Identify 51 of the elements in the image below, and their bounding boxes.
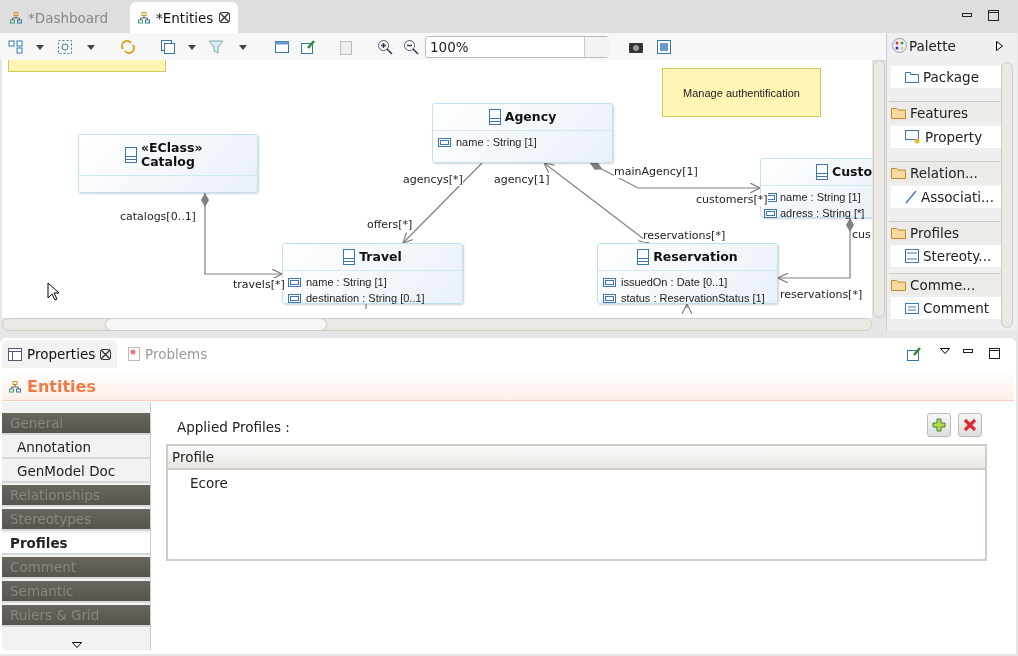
class-box xyxy=(78,134,258,193)
palette-tool: Comment xyxy=(891,297,1001,319)
association-arrow xyxy=(201,192,283,280)
role-label: agency[1] xyxy=(494,173,550,186)
note-box xyxy=(662,68,821,117)
class-name: Reservation xyxy=(653,250,738,264)
class-box xyxy=(432,103,613,163)
attribute-text: name : String [1] xyxy=(780,191,861,203)
table-cell-text: Ecore xyxy=(189,474,229,493)
role-label: customers[*] xyxy=(696,193,768,206)
association-arrow xyxy=(589,162,761,194)
palette-tool: Associati... xyxy=(891,186,1001,208)
class-name: Agency xyxy=(504,110,557,124)
attribute-text: destination : String [0..1] xyxy=(306,292,425,304)
palette-title: Palette xyxy=(909,38,956,54)
attribute-text: status : ReservationStatus [1] xyxy=(621,292,765,304)
palette-drawer: Profiles xyxy=(889,221,1000,243)
role-label: travels[*] xyxy=(233,278,285,291)
role-label: reservations[*] xyxy=(643,229,726,242)
view-tab: Problems xyxy=(122,340,214,368)
column-header: Profile xyxy=(168,446,985,470)
palette-drawer: Relation... xyxy=(889,161,1000,183)
properties-title: Entities xyxy=(27,377,96,396)
attribute-text: adress : String [*] xyxy=(780,207,865,219)
tab: *Entities xyxy=(130,2,239,33)
view-tab: Properties xyxy=(2,340,118,368)
attribute-text: name : String [1] xyxy=(306,276,387,288)
role-label: agencys[*] xyxy=(403,173,463,186)
role-label: mainAgency[1] xyxy=(614,165,698,178)
palette-tool: Stereoty... xyxy=(891,245,1001,267)
class-box xyxy=(282,243,463,304)
class-name: Custo xyxy=(832,165,872,179)
field-label: Applied Profiles : xyxy=(177,419,290,435)
role-label: catalogs[0..1] xyxy=(120,210,196,223)
tab: *Dashboard xyxy=(2,4,116,31)
association-arrow xyxy=(681,303,693,315)
palette-tool: Property xyxy=(891,126,1001,148)
role-label: offers[*] xyxy=(367,218,413,231)
association-arrow xyxy=(402,162,483,244)
attribute-text: name : String [1] xyxy=(456,136,537,148)
palette-tool: Package xyxy=(891,66,1001,88)
class-box xyxy=(597,243,778,304)
note-text: Manage authentification xyxy=(683,86,800,99)
attribute-text: issuedOn : Date [0..1] xyxy=(621,276,728,288)
association-arrow xyxy=(777,217,854,284)
palette-drawer: Features xyxy=(889,101,1000,123)
property-tab: Profiles xyxy=(2,533,150,555)
class-name: «EClass» Catalog xyxy=(141,141,204,169)
palette-drawer: Comme... xyxy=(889,273,1000,295)
role-label: cus xyxy=(852,228,871,241)
class-name: Travel xyxy=(359,250,402,264)
